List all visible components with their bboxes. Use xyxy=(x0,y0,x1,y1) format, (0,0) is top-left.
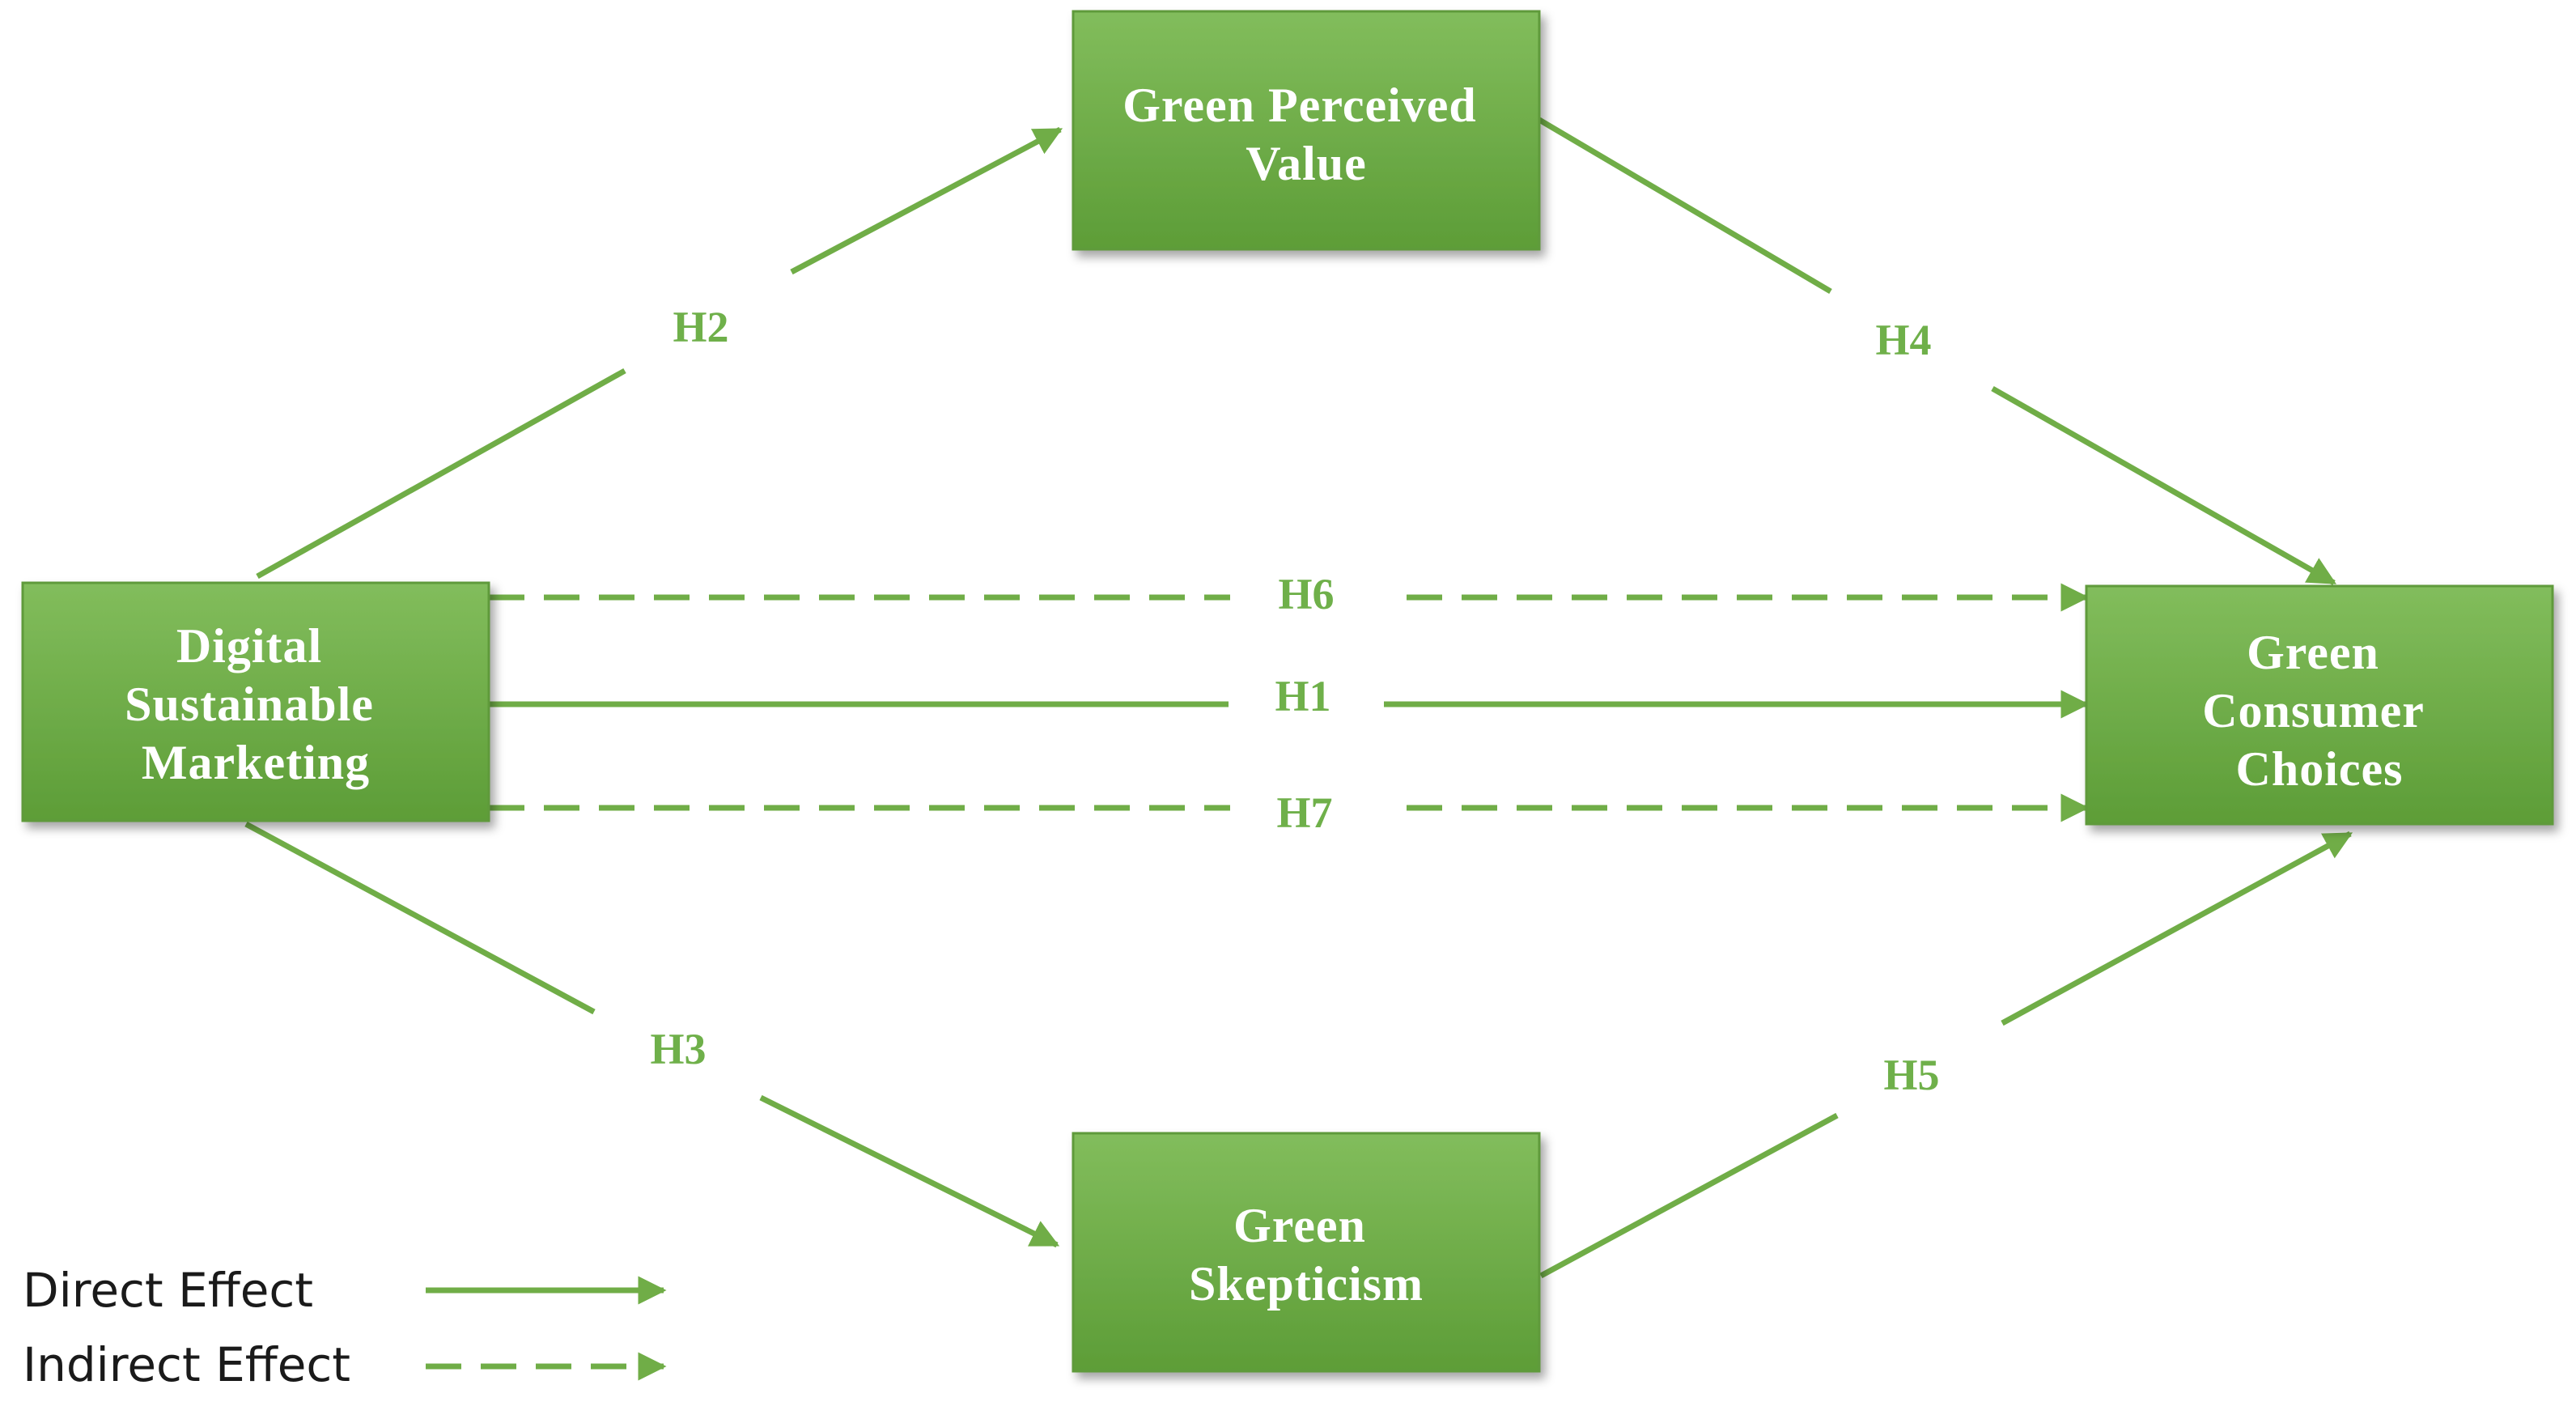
label-h2: H2 xyxy=(673,303,728,351)
legend-direct-label: Direct Effect xyxy=(23,1263,313,1318)
node-dsm-line-1: Digital xyxy=(176,619,322,673)
label-h7: H7 xyxy=(1276,788,1332,837)
arrow-h4 xyxy=(1538,117,2337,586)
node-gpv-line-1: Green Perceived xyxy=(1122,79,1477,132)
arrow-h5 xyxy=(1539,831,2353,1279)
legend-indirect-label: Indirect Effect xyxy=(23,1337,350,1392)
node-green-skepticism: Green Skepticism xyxy=(1072,1132,1541,1373)
label-h5: H5 xyxy=(1883,1051,1939,1099)
label-h3: H3 xyxy=(650,1025,706,1073)
svg-text:Green Consumer Cho: Green Consumer Choices xyxy=(2202,626,2437,796)
svg-text:Green Perceived Value: Green Perceived Value xyxy=(1122,79,1490,190)
node-gcc-line-1: Green xyxy=(2247,626,2379,679)
node-dsm-line-2: Sustainable xyxy=(125,678,374,731)
node-gs-line-1: Green xyxy=(1233,1199,1366,1252)
svg-text:Digital Sustainable: Digital Sustainable Marketing xyxy=(125,619,387,789)
arrow-h3 xyxy=(244,821,1060,1248)
legend: Direct Effect Indirect Effect xyxy=(23,1263,667,1392)
node-green-consumer-choices: Green Consumer Choices xyxy=(2085,584,2554,826)
label-h6: H6 xyxy=(1278,570,1334,618)
node-gs-line-2: Skepticism xyxy=(1189,1257,1424,1311)
arrow-h2 xyxy=(256,126,1063,580)
node-gcc-line-3: Choices xyxy=(2236,742,2404,796)
node-gcc-line-2: Consumer xyxy=(2202,684,2424,737)
svg-text:Green Skepticism: Green Skepticism xyxy=(1189,1199,1424,1311)
label-h1: H1 xyxy=(1275,672,1330,720)
node-dsm-line-3: Marketing xyxy=(142,736,370,789)
label-h4: H4 xyxy=(1875,316,1931,364)
node-digital-sustainable-marketing: Digital Sustainable Marketing xyxy=(21,581,490,822)
node-gpv-line-2: Value xyxy=(1246,137,1367,190)
node-green-perceived-value: Green Perceived Value xyxy=(1072,10,1541,251)
